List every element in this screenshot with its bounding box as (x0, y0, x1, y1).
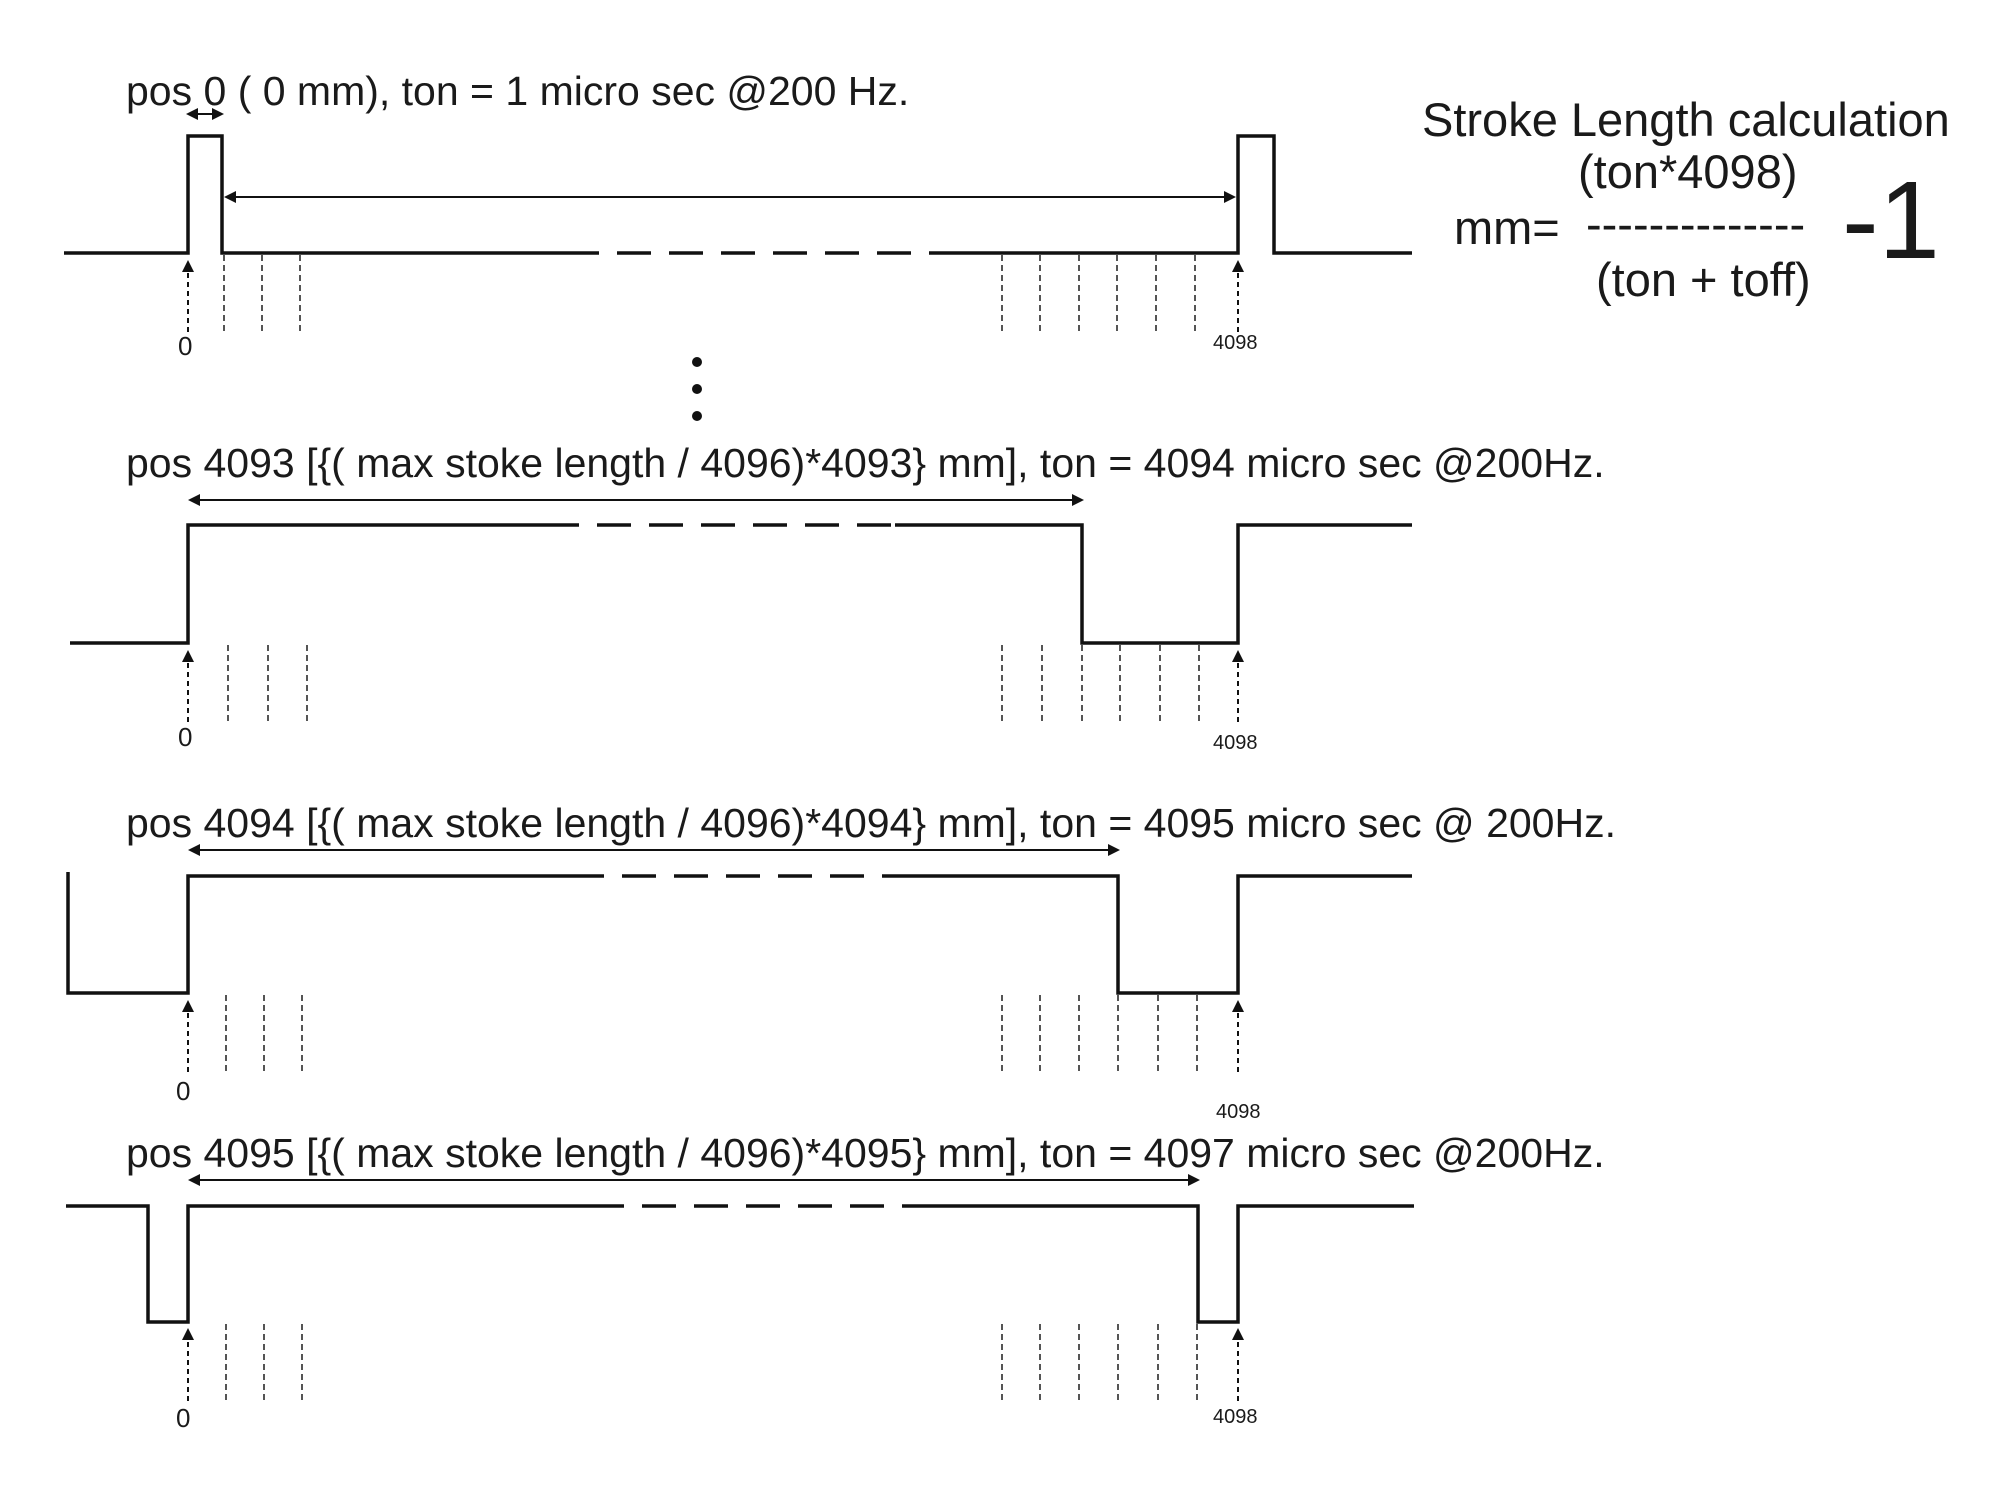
pwm-waveform (70, 523, 545, 645)
continuation-dot (692, 384, 702, 394)
pwm-waveform (960, 134, 1412, 255)
formula-denominator: (ton + toff) (1596, 253, 1811, 306)
start-label: 0 (178, 722, 192, 752)
formula-offset: -1 (1842, 159, 1940, 282)
continuation-dot (692, 357, 702, 367)
pwm-waveform (895, 523, 1412, 645)
end-label: 4098 (1213, 732, 1258, 754)
start-label: 0 (176, 1076, 190, 1106)
end-label: 4098 (1213, 1406, 1258, 1428)
pwm-waveform (64, 134, 565, 255)
panel-pos-4095: pos 4095 [{( max stoke length / 4096)*40… (66, 1130, 1605, 1433)
panel-caption: pos 4093 [{( max stoke length / 4096)*40… (126, 440, 1605, 486)
panel-caption: pos 0 ( 0 mm), ton = 1 micro sec @200 Hz… (126, 68, 909, 114)
pwm-waveform (66, 1204, 590, 1324)
pwm-waveform (66, 872, 570, 995)
start-label: 0 (178, 331, 192, 361)
end-label: 4098 (1213, 332, 1258, 354)
formula-numerator: (ton*4098) (1578, 145, 1798, 198)
panel-caption: pos 4094 [{( max stoke length / 4096)*40… (126, 800, 1616, 846)
formula-title: Stroke Length calculation (1422, 93, 1950, 146)
continuation-dot (692, 411, 702, 421)
panel-pos-4093: pos 4093 [{( max stoke length / 4096)*40… (70, 440, 1605, 754)
panel-pos-0: pos 0 ( 0 mm), ton = 1 micro sec @200 Hz… (64, 68, 1412, 361)
pwm-waveform (905, 874, 1412, 995)
panel-caption: pos 4095 [{( max stoke length / 4096)*40… (126, 1130, 1605, 1176)
formula-lhs: mm= (1454, 201, 1560, 254)
panel-pos-4094: pos 4094 [{( max stoke length / 4096)*40… (66, 800, 1616, 1123)
continuation-dots (692, 357, 702, 421)
end-label: 4098 (1216, 1101, 1261, 1123)
stroke-length-formula: Stroke Length calculation (ton*4098) mm=… (1422, 93, 1950, 306)
formula-fraction-bar: -------------- (1586, 197, 1805, 250)
start-label: 0 (176, 1403, 190, 1433)
pwm-waveform (905, 1204, 1414, 1324)
